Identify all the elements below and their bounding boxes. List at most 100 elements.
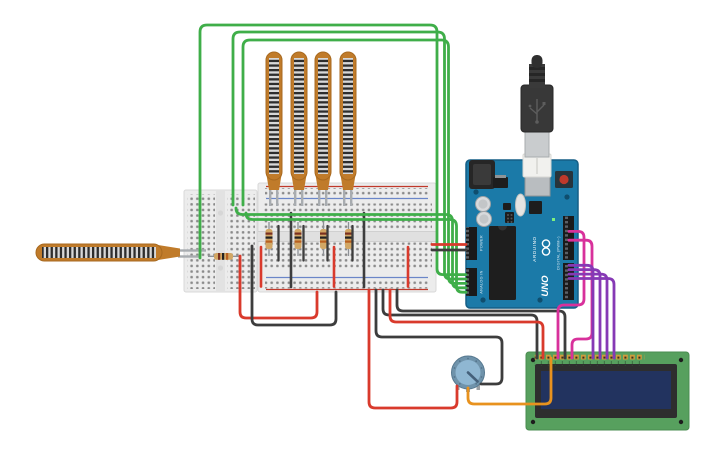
arduino-uno[interactable]: ARDUINO UNO DIGITAL (PWM~) ANALOG IN POW… bbox=[465, 159, 579, 309]
sensor-lead bbox=[318, 178, 321, 206]
resistor-band bbox=[226, 253, 229, 260]
resistor-body bbox=[265, 229, 273, 249]
resistor-1[interactable] bbox=[265, 222, 273, 256]
icsp-pin bbox=[507, 221, 509, 223]
resistor-2[interactable] bbox=[294, 222, 302, 256]
icsp-pin bbox=[510, 214, 513, 216]
breadboard-mini-notch bbox=[217, 210, 224, 216]
wires-layer bbox=[198, 23, 616, 410]
regulator-tab bbox=[495, 175, 506, 178]
usb-cable-tip bbox=[531, 55, 543, 68]
resistor-3[interactable] bbox=[320, 222, 327, 256]
wire-black-lcd-gnd[interactable] bbox=[381, 288, 539, 360]
lcd-pin-labels bbox=[534, 361, 645, 366]
lcd-mount-hole bbox=[530, 357, 536, 363]
rail-holes-bottom bbox=[265, 279, 429, 289]
wire-green-a0[interactable] bbox=[198, 23, 468, 276]
usb-neck-ridge bbox=[529, 79, 545, 82]
wire-purple-d5[interactable] bbox=[567, 268, 602, 360]
flex-sensor-4[interactable] bbox=[339, 51, 357, 206]
resistor-5[interactable] bbox=[208, 253, 240, 260]
sensor-stripes bbox=[269, 58, 279, 174]
resistor-body bbox=[345, 229, 352, 249]
wire-black-pot[interactable] bbox=[374, 288, 504, 386]
sensor-lead bbox=[325, 178, 328, 206]
arduino-mount-hole bbox=[473, 189, 479, 195]
resistor-4[interactable] bbox=[345, 222, 352, 256]
analog-header-pins bbox=[466, 268, 477, 296]
wire-green-a2[interactable] bbox=[241, 38, 468, 285]
breadboard-mini-channel bbox=[216, 190, 225, 292]
usb-cable[interactable] bbox=[520, 55, 554, 197]
resistor-band bbox=[265, 236, 273, 239]
resistor-band bbox=[218, 253, 221, 260]
sensor-lead bbox=[343, 178, 346, 206]
lcd-pin-row[interactable] bbox=[534, 354, 645, 360]
resistor-body bbox=[320, 229, 327, 249]
breadboard-mini[interactable] bbox=[183, 189, 258, 293]
flex-sensor-2[interactable] bbox=[290, 51, 308, 206]
pot-rim-dots bbox=[453, 357, 483, 385]
resistor-band bbox=[345, 240, 352, 243]
breadboard-mini-notch bbox=[217, 265, 224, 271]
smd-chip bbox=[503, 203, 511, 210]
arduino-mount-hole bbox=[537, 297, 543, 303]
usb-neck-ridge bbox=[529, 67, 545, 70]
wire-black-mini-to-main[interactable] bbox=[250, 244, 338, 327]
wire-green-a3[interactable] bbox=[234, 206, 468, 290]
resistor-band bbox=[320, 240, 327, 243]
resistor-band bbox=[265, 240, 273, 243]
wire-green-a4[interactable] bbox=[244, 211, 468, 294]
sensor-stripes bbox=[318, 58, 328, 174]
voltage-regulator bbox=[493, 177, 508, 188]
reset-button[interactable] bbox=[559, 174, 569, 185]
wire-green-a1[interactable] bbox=[231, 30, 468, 281]
sensor-tail bbox=[158, 245, 180, 260]
lcd-mount-hole bbox=[530, 419, 536, 425]
atmega-chip bbox=[489, 226, 516, 300]
digital-header-low-pins bbox=[563, 263, 574, 300]
usb-interface-chip bbox=[529, 201, 542, 214]
icsp-pin bbox=[510, 221, 513, 223]
analog-label: ANALOG IN bbox=[480, 270, 484, 293]
lcd-screen bbox=[541, 371, 671, 409]
wire-red-mini-to-main[interactable] bbox=[238, 254, 319, 320]
arduino-brand-text: ARDUINO bbox=[532, 236, 537, 261]
rail-holes-top bbox=[265, 188, 429, 198]
sensor-lead bbox=[301, 178, 304, 206]
digital-header-high-pins bbox=[563, 216, 574, 260]
flex-sensor-1[interactable] bbox=[265, 51, 283, 206]
resistor-band bbox=[294, 232, 302, 235]
arduino-mount-hole bbox=[564, 194, 570, 200]
on-led bbox=[552, 218, 555, 221]
wire-red-lcd-vcc[interactable] bbox=[388, 288, 545, 360]
power-header-pins bbox=[466, 227, 477, 260]
usb-neck-ridge bbox=[529, 73, 545, 76]
icsp-header[interactable] bbox=[505, 212, 514, 223]
usb-icon bbox=[528, 99, 546, 124]
flex-sensor-3[interactable] bbox=[314, 51, 332, 206]
wire-purple-d7[interactable] bbox=[567, 277, 616, 360]
wire-red-pot[interactable] bbox=[367, 288, 459, 410]
resistor-band bbox=[265, 232, 273, 235]
icsp-pin bbox=[507, 217, 509, 220]
arduino-model-text: UNO bbox=[540, 275, 551, 297]
sensor-lead bbox=[294, 178, 297, 206]
wire-magenta-rs[interactable] bbox=[556, 230, 586, 360]
wire-magenta-enable[interactable] bbox=[567, 238, 594, 360]
capacitor-top bbox=[479, 214, 489, 224]
icsp-pin bbox=[510, 217, 513, 220]
wire-black-lcd-rw[interactable] bbox=[395, 288, 567, 360]
wire-orange-contrast[interactable] bbox=[466, 356, 553, 406]
icsp-pin bbox=[507, 214, 509, 216]
sensor-stripes bbox=[294, 58, 304, 174]
sensor-lead bbox=[269, 178, 272, 206]
lcd-display[interactable] bbox=[525, 351, 690, 431]
wire-purple-d6[interactable] bbox=[567, 272, 609, 360]
flex-sensor-horizontal[interactable] bbox=[35, 243, 206, 262]
arduino-mount-hole bbox=[480, 297, 486, 303]
wire-purple-d4[interactable] bbox=[567, 263, 595, 360]
sensor-lead bbox=[350, 178, 353, 206]
